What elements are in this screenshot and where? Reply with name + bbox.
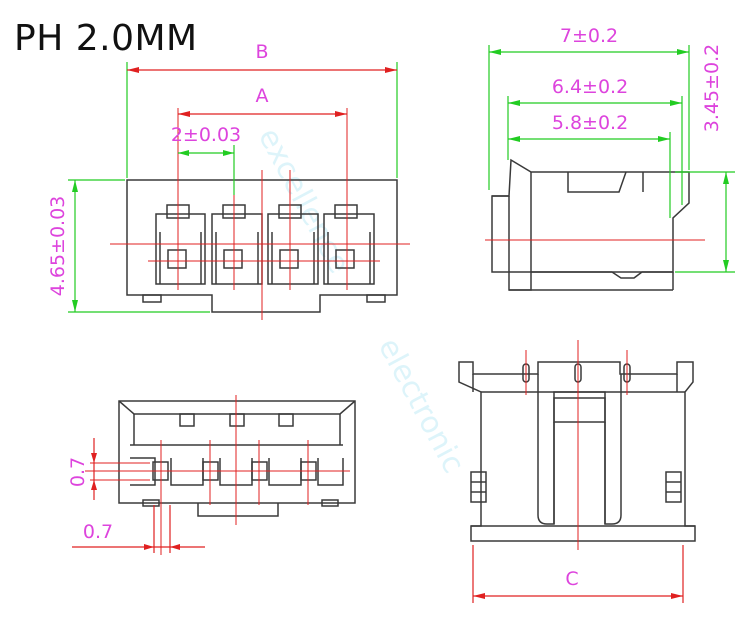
dim-0-7-horizontal-label: 0.7 xyxy=(83,521,113,543)
side-view-body xyxy=(491,158,690,291)
top-view-center-lines xyxy=(525,340,628,550)
dim-7: 7±0.2 xyxy=(488,25,690,190)
dim-6-4: 6.4±0.2 xyxy=(507,76,683,205)
dim-3-45: 3.45±0.2 xyxy=(675,44,735,273)
front-view-foot-left xyxy=(142,294,162,303)
front-view xyxy=(126,179,398,313)
dim-A-label: A xyxy=(256,85,269,107)
dim-C-label: C xyxy=(565,568,578,590)
dim-5-8: 5.8±0.2 xyxy=(508,112,671,218)
watermark-word-1: excellence xyxy=(251,122,357,279)
dim-6-4-label: 6.4±0.2 xyxy=(552,76,628,98)
dim-B-label: B xyxy=(255,41,268,63)
dim-0-7-horizontal: 0.7 xyxy=(72,505,205,553)
front-view-slots xyxy=(155,204,375,285)
front-view-center-lines xyxy=(110,108,410,320)
dim-height: 4.65±0.03 xyxy=(47,179,210,313)
dim-0-7-vertical-label: 0.7 xyxy=(67,457,89,487)
bottom-view xyxy=(118,400,356,517)
side-view xyxy=(491,158,690,291)
top-view-body xyxy=(458,361,696,542)
bottom-view-body xyxy=(118,400,356,504)
watermark-word-2: electronic xyxy=(371,332,471,479)
dim-pitch: 2±0.03 xyxy=(171,124,241,195)
dim-5-8-label: 5.8±0.2 xyxy=(552,112,628,134)
dim-height-label: 4.65±0.03 xyxy=(47,196,69,297)
front-view-foot-right xyxy=(366,294,386,303)
dim-C: C xyxy=(472,545,684,603)
dim-B: B xyxy=(126,41,398,178)
top-view xyxy=(458,361,696,542)
dim-7-label: 7±0.2 xyxy=(560,25,618,47)
dim-0-7-vertical: 0.7 xyxy=(67,438,97,500)
bottom-view-center-lines xyxy=(85,395,350,555)
dim-3-45-label: 3.45±0.2 xyxy=(701,44,723,132)
dim-pitch-label: 2±0.03 xyxy=(171,124,241,146)
dim-A: A xyxy=(178,85,347,117)
page-title: PH 2.0MM xyxy=(14,18,198,59)
